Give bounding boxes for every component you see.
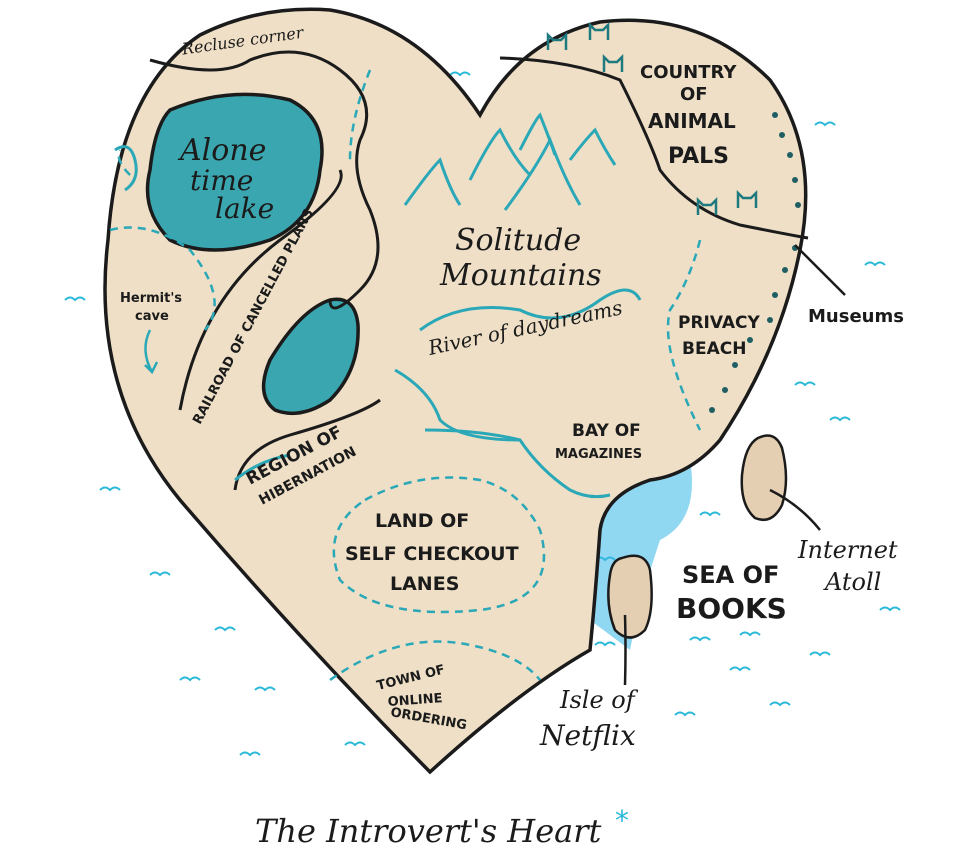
label-sea-1: SEA OF [682, 561, 779, 589]
label-self-checkout-2: SELF CHECKOUT [345, 543, 519, 565]
label-netflix-2: Netflix [539, 719, 636, 752]
railroad-lines [178, 169, 343, 411]
alone-time-lake [145, 92, 324, 252]
label-museums: Museums [808, 306, 904, 327]
dashed-borders [109, 69, 702, 682]
label-mountains-1: Solitude [455, 223, 581, 258]
label-animal-pals-2: OF [680, 84, 708, 105]
river-of-daydreams [114, 145, 642, 499]
sea-waves [64, 71, 901, 757]
label-self-checkout-3: LANES [390, 573, 459, 595]
label-self-checkout-1: LAND OF [375, 510, 469, 532]
hibernation-lake [261, 297, 360, 416]
pointer-lines [623, 244, 846, 686]
title-asterisk: * [615, 804, 629, 837]
label-hermits-cave-2: cave [135, 309, 169, 324]
label-hermits-cave-1: Hermit's [120, 291, 182, 306]
label-bay-1: BAY OF [572, 421, 641, 441]
label-sea-2: BOOKS [676, 592, 787, 625]
label-netflix-1: Isle of [559, 686, 639, 714]
borders [149, 50, 809, 491]
map-title: The Introvert's Heart [255, 812, 602, 850]
label-privacy-beach-1: PRIVACY [678, 313, 761, 333]
animal-icons [546, 21, 758, 215]
label-atoll-2: Atoll [823, 568, 881, 596]
label-lake-3: lake [215, 192, 274, 225]
label-animal-pals-4: PALS [668, 144, 729, 169]
label-mountains-2: Mountains [439, 258, 602, 293]
mountains-icon [403, 112, 617, 211]
label-atoll-1: Internet [797, 536, 898, 564]
isle-of-netflix-island [607, 554, 653, 639]
label-bay-2: MAGAZINES [555, 447, 642, 462]
cave-arrow-icon [144, 329, 159, 375]
museum-dots [709, 112, 801, 413]
label-online-ordering-2: ONLINE [387, 691, 443, 710]
internet-atoll-island [740, 434, 788, 522]
label-lake-2: time [190, 164, 253, 197]
label-animal-pals-3: ANIMAL [648, 109, 736, 133]
label-privacy-beach-2: BEACH [682, 339, 746, 359]
label-animal-pals-1: COUNTRY [640, 62, 737, 83]
label-lake-1: Alone [177, 133, 266, 168]
